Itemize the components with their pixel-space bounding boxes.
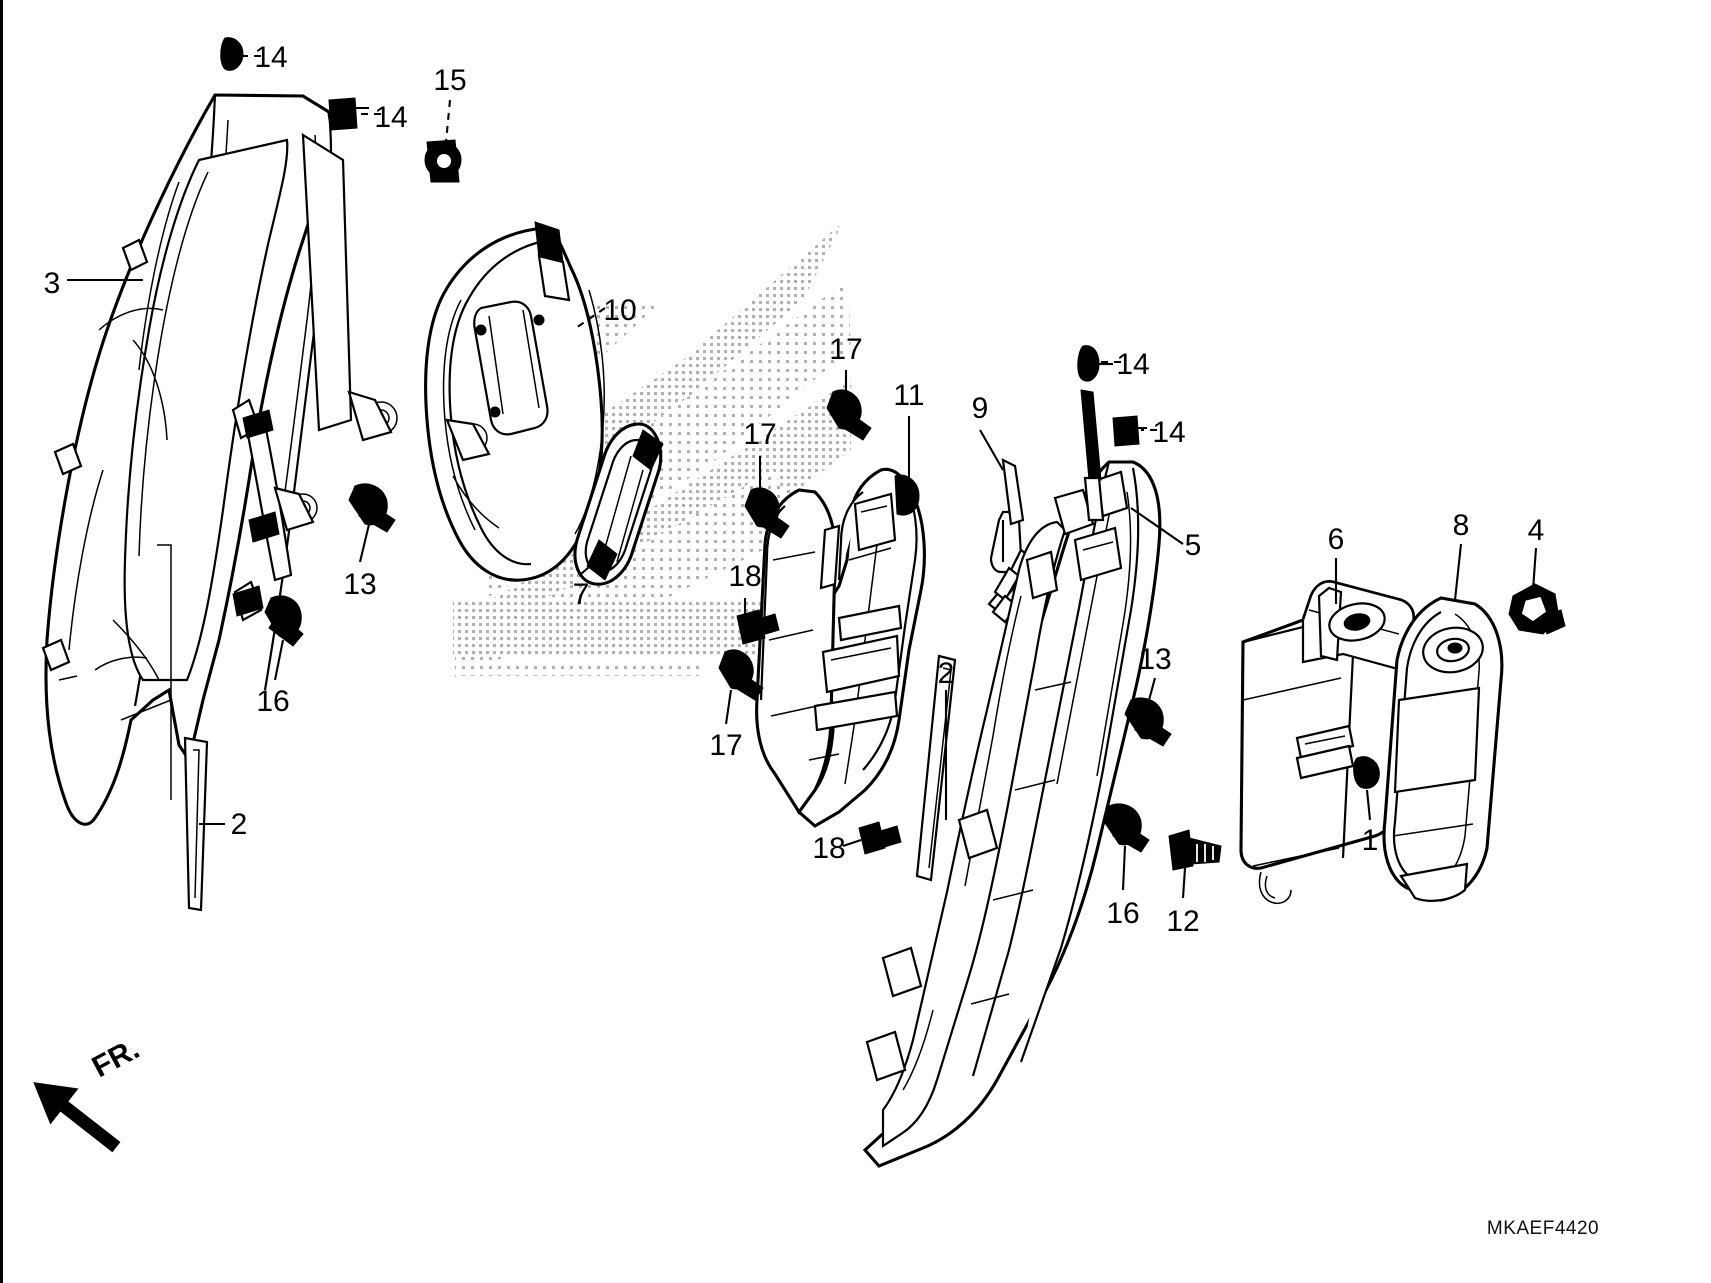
part-6-tool-box: [1239, 580, 1416, 904]
callout-2: 2: [938, 657, 955, 690]
callout-1: 1: [1362, 824, 1379, 857]
callout-10: 10: [603, 294, 636, 327]
callout-2: 2: [231, 808, 248, 841]
part-7-seal: [573, 422, 664, 586]
drawing-code: MKAEF4420: [1487, 1218, 1599, 1239]
part-3-left-cowl-panel: [41, 93, 398, 826]
callout-13: 13: [343, 568, 376, 601]
callout-13: 13: [1138, 643, 1171, 676]
callout-8: 8: [1453, 509, 1470, 542]
callout-15: 15: [433, 64, 466, 97]
callout-14: 14: [1116, 348, 1149, 381]
part-4-knob: [1508, 583, 1566, 635]
fasteners-left-group: [220, 37, 462, 647]
callout-9: 9: [972, 392, 989, 425]
callout-14: 14: [254, 41, 287, 74]
part-8-lid: [1382, 596, 1504, 902]
callout-5: 5: [1185, 529, 1202, 562]
callout-18: 18: [728, 560, 761, 593]
callout-17: 17: [743, 418, 776, 451]
fr-orientation-marker: FR.: [33, 1032, 145, 1153]
callout-4: 4: [1528, 514, 1545, 547]
callout-17: 17: [829, 333, 862, 366]
callout-7: 7: [573, 578, 590, 611]
fasteners-right-group: [718, 345, 1380, 871]
drawing-code-block: MKAEF4420: [1487, 1218, 1599, 1239]
callout-11: 11: [893, 379, 924, 412]
callout-14: 14: [1152, 416, 1185, 449]
callout-12: 12: [1166, 905, 1199, 938]
callout-3: 3: [44, 267, 61, 300]
callout-numbers: 14 14 15 3 10 17 14 11 9 14 17 13 5 6 8 …: [44, 41, 1545, 938]
callout-6: 6: [1328, 523, 1345, 556]
part-10-inner-cover: [424, 221, 605, 582]
callout-16: 16: [1106, 897, 1139, 930]
callout-14: 14: [374, 101, 407, 134]
part-5-right-cowl-panel: [862, 389, 1162, 1168]
callout-17: 17: [709, 729, 742, 762]
callout-18: 18: [812, 832, 845, 865]
leader-lines: [67, 54, 1538, 899]
part-2-rod-left: [183, 736, 209, 912]
callout-16: 16: [256, 685, 289, 718]
